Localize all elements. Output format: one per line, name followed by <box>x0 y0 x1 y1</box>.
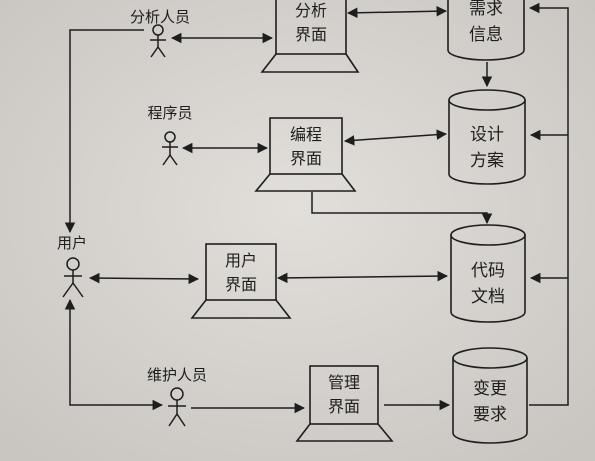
stick-figure-icon <box>162 131 178 166</box>
arrow-programming-code <box>311 192 493 225</box>
database-cylinder-icon <box>447 0 525 61</box>
store-change-requests-line1: 变更 <box>473 379 507 399</box>
interface-analysis: 分析 界面 <box>260 0 360 73</box>
store-code-docs-line2: 文档 <box>471 287 505 307</box>
database-cylinder-icon <box>448 89 526 185</box>
arrow-user-analyst <box>64 29 144 234</box>
terminal-icon <box>190 243 292 319</box>
actor-user-label: 用户 <box>57 234 87 252</box>
interface-management-line2: 界面 <box>328 397 360 416</box>
store-code-docs: 代码 文档 <box>450 224 526 323</box>
interface-analysis-line2: 界面 <box>295 25 327 44</box>
actor-programmer: 程序员 <box>147 104 193 166</box>
stick-figure-icon <box>168 387 186 427</box>
interface-programming-line1: 编程 <box>290 125 322 144</box>
interface-management-line1: 管理 <box>328 373 360 392</box>
interface-programming: 编程 界面 <box>254 117 357 192</box>
interface-user-line1: 用户 <box>225 251 257 270</box>
actor-maintainer-label: 维护人员 <box>147 366 207 384</box>
interface-analysis-line1: 分析 <box>295 1 327 20</box>
interface-user: 用户 界面 <box>190 243 292 319</box>
terminal-icon <box>260 0 360 73</box>
interface-user-line2: 界面 <box>225 275 257 294</box>
arrow-analysis-requirements <box>346 5 448 19</box>
interface-programming-line2: 界面 <box>290 149 322 168</box>
terminal-icon <box>295 365 394 442</box>
store-design: 设计 方案 <box>448 89 526 185</box>
store-change-requests: 变更 要求 <box>452 347 528 444</box>
store-requirements-line1: 需求 <box>469 0 503 19</box>
actor-user: 用户 <box>57 234 87 298</box>
actor-analyst-label: 分析人员 <box>130 8 190 26</box>
store-code-docs-line1: 代码 <box>471 261 505 281</box>
store-design-line2: 方案 <box>470 151 504 171</box>
database-cylinder-icon <box>452 347 528 444</box>
arrow-user-userinterface <box>88 272 200 285</box>
store-requirements-line2: 信息 <box>469 25 503 45</box>
arrow-user-maintainer <box>64 298 164 411</box>
arrow-userinterface-code <box>276 270 449 284</box>
store-requirements: 需求 信息 <box>447 0 525 61</box>
arrow-change-requirements <box>528 2 569 406</box>
connectors <box>64 2 569 414</box>
arrow-programming-design <box>343 129 448 146</box>
terminal-icon <box>254 117 357 192</box>
database-cylinder-icon <box>450 224 526 323</box>
interface-management: 管理 界面 <box>295 365 394 442</box>
actor-programmer-label: 程序员 <box>147 104 192 122</box>
stick-figure-icon <box>62 257 84 298</box>
stick-figure-icon <box>150 24 166 58</box>
store-design-line1: 设计 <box>470 125 504 145</box>
actor-analyst: 分析人员 <box>130 8 190 58</box>
store-change-requests-line2: 要求 <box>473 405 507 425</box>
